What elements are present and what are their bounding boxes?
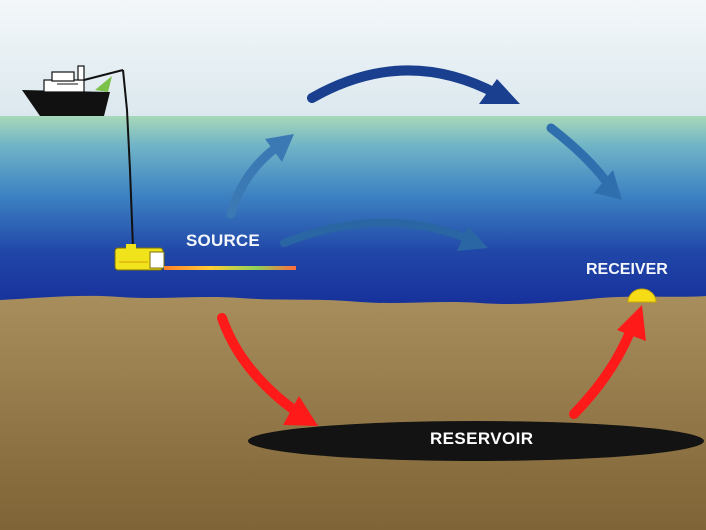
airwave-descent-arrow [546,123,622,200]
source-label: SOURCE [186,231,260,250]
sea-water [0,116,706,306]
subsurface-down-arrow [217,313,318,426]
receiver-label: RECEIVER [586,261,668,278]
seabed [0,295,706,530]
source-device-icon [114,244,165,271]
sky [0,0,706,118]
tow-cable [122,69,134,249]
source-streamer [164,266,296,270]
subsurface-up-arrow [569,305,646,419]
direct-water-arrow [280,218,488,251]
survey-ship-icon [22,65,124,116]
source-upgoing-arrow [226,134,294,219]
reservoir-label: RESERVOIR [430,429,534,448]
receiver-icon [627,288,657,303]
airwave-arrow [307,65,520,104]
reservoir-body [248,421,704,461]
